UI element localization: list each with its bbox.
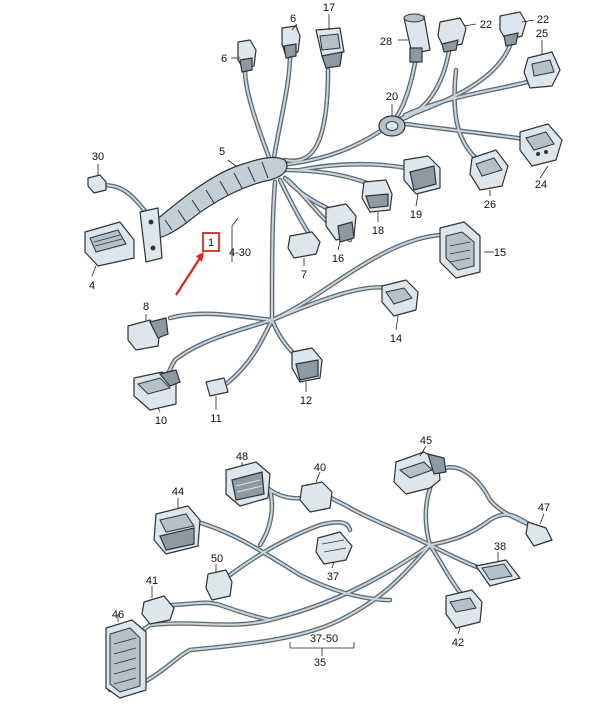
- callout-26: 26: [484, 199, 496, 211]
- callout-10: 10: [155, 415, 167, 427]
- callout-4-30: 4-30: [229, 247, 251, 259]
- lower-harness: [105, 451, 553, 699]
- callout-labels: 1 4 4-30 5 6 6 7 8 10 11 12 14 15 16 17 …: [89, 2, 550, 669]
- callout-47: 47: [538, 502, 550, 514]
- connector-10: [133, 369, 181, 411]
- highlight-box: [202, 232, 220, 252]
- callout-14: 14: [390, 333, 402, 345]
- connector-38: [475, 559, 521, 587]
- callout-15: 15: [494, 247, 506, 259]
- highlight-part-1: [175, 232, 220, 296]
- leader-lines: [91, 14, 549, 635]
- connector-6-left: [237, 39, 257, 73]
- callout-37: 37: [327, 571, 339, 583]
- callout-5: 5: [219, 146, 225, 158]
- range-bracket-37-50: [289, 642, 355, 656]
- red-arrow-head: [196, 252, 204, 262]
- connector-17: [315, 27, 345, 69]
- callout-41: 41: [146, 575, 158, 587]
- callout-22-left: 22: [480, 19, 492, 31]
- connector-14: [381, 279, 419, 317]
- callout-37-50: 37-50: [310, 633, 338, 645]
- callout-19: 19: [410, 209, 422, 221]
- callout-11: 11: [210, 413, 221, 425]
- callout-6-left: 6: [221, 53, 227, 65]
- connector-8: [127, 317, 169, 351]
- callout-44: 44: [172, 486, 184, 498]
- connector-42: [445, 589, 483, 629]
- connector-4: [84, 221, 135, 267]
- connector-44: [153, 505, 201, 555]
- callout-4: 4: [89, 280, 95, 292]
- connector-40: [299, 481, 333, 513]
- callout-16: 16: [332, 253, 344, 265]
- callout-38: 38: [494, 541, 506, 553]
- connector-7: [287, 231, 321, 259]
- connector-6-right: [281, 25, 301, 59]
- callout-42: 42: [452, 637, 464, 649]
- connector-25: [523, 51, 561, 89]
- callout-28: 28: [380, 36, 392, 48]
- connector-18: [361, 179, 393, 213]
- callout-48: 48: [236, 451, 248, 463]
- harness-bracket: [139, 207, 163, 263]
- connector-24: [519, 123, 563, 167]
- connector-16: [325, 203, 357, 243]
- connector-28: [403, 13, 431, 63]
- callout-40: 40: [314, 462, 326, 474]
- callout-17: 17: [323, 2, 335, 14]
- connector-37: [315, 531, 353, 565]
- connector-46: [105, 619, 147, 699]
- callout-50: 50: [211, 553, 223, 565]
- red-arrow: [175, 257, 201, 296]
- callout-12: 12: [300, 395, 312, 407]
- callout-46: 46: [112, 609, 124, 621]
- callout-7: 7: [301, 269, 307, 281]
- connector-47: [525, 521, 553, 547]
- callout-35: 35: [314, 657, 326, 669]
- connector-22-left: [437, 17, 467, 53]
- callout-1: 1: [208, 237, 214, 249]
- callout-20: 20: [386, 91, 398, 103]
- connector-41: [141, 595, 175, 625]
- connector-11: [205, 377, 229, 397]
- corrugated-sleeve: [149, 156, 288, 239]
- callout-45: 45: [420, 435, 432, 447]
- connector-26: [469, 149, 509, 191]
- connector-45: [393, 451, 447, 495]
- callout-18: 18: [372, 225, 384, 237]
- callout-25: 25: [536, 28, 548, 40]
- connector-50: [205, 569, 233, 601]
- connector-12: [291, 347, 323, 383]
- connector-15: [439, 221, 481, 279]
- callout-22-right: 22: [537, 14, 549, 26]
- connector-22-right: [499, 11, 527, 47]
- grommet-20: [378, 115, 406, 137]
- connector-30: [87, 174, 107, 194]
- connector-19: [403, 155, 441, 195]
- callout-6-right: 6: [290, 13, 296, 25]
- callout-8: 8: [143, 301, 149, 313]
- upper-harness: [84, 11, 563, 411]
- lower-harness-wire-highlights: [109, 466, 531, 691]
- callout-24: 24: [535, 179, 547, 191]
- connector-48: [225, 461, 271, 507]
- callout-30: 30: [92, 151, 104, 163]
